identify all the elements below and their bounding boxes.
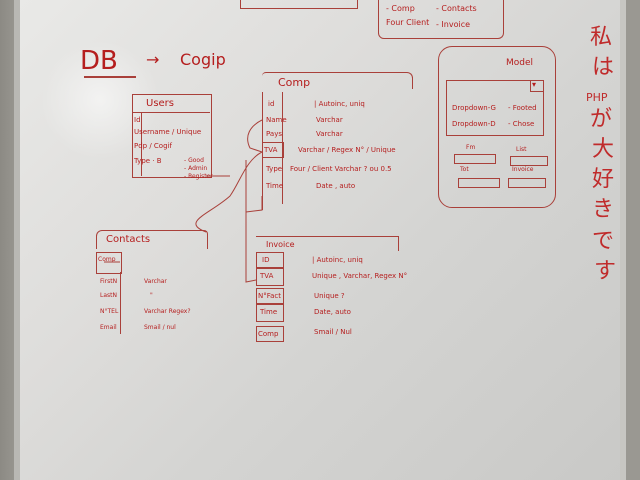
- model-item: Dropdown-G: [452, 104, 496, 112]
- arrow-icon: →: [146, 50, 160, 69]
- top-note-item: - Comp: [386, 4, 415, 13]
- cogip-label: Cogip: [180, 50, 226, 69]
- users-row: - Good: [184, 157, 204, 164]
- contacts-detail: Varchar: [144, 278, 167, 285]
- connector-line: [245, 160, 257, 283]
- contacts-vline: [120, 272, 121, 334]
- users-row: Pdp / Cogif: [134, 142, 172, 150]
- light-glare: [40, 40, 160, 160]
- comp-detail: Date , auto: [316, 182, 356, 190]
- contacts-field: FirstN: [100, 278, 118, 285]
- contacts-field: LastN: [100, 292, 117, 299]
- invoice-field: TVA: [260, 272, 274, 280]
- users-header: Users: [146, 98, 175, 109]
- side-text: で: [592, 229, 615, 254]
- users-divider: [132, 112, 210, 113]
- comp-field: TVA: [264, 146, 278, 154]
- invoice-detail: | Autoinc, uniq: [312, 256, 363, 264]
- contacts-detail: ": [150, 292, 153, 299]
- side-text: PHP: [586, 91, 608, 104]
- users-table: [132, 94, 212, 178]
- model-dropdown-toggle: [530, 80, 544, 92]
- contacts-table: [96, 230, 208, 249]
- contacts-field: Comp: [98, 256, 116, 263]
- model-header: Model: [506, 58, 534, 68]
- invoice-field-box: [256, 268, 284, 286]
- users-row: Id: [134, 116, 141, 124]
- top-note-item: - Contacts: [436, 4, 477, 13]
- users-vline: [141, 112, 142, 176]
- users-row: - Register: [184, 173, 213, 180]
- contacts-comp-box: [96, 252, 122, 274]
- invoice-detail: Unique ?: [314, 292, 345, 300]
- side-text: 好: [592, 167, 615, 192]
- model-lower-label: Invoice: [512, 166, 534, 173]
- users-row: Type · B: [134, 157, 162, 165]
- model-item: Dropdown-D: [452, 120, 496, 128]
- top-note-item: - Invoice: [436, 20, 471, 29]
- comp-detail: Varchar: [316, 116, 343, 124]
- contacts-header: Contacts: [106, 234, 151, 245]
- comp-field-box: [262, 142, 284, 158]
- invoice-field: Time: [260, 308, 278, 316]
- model-field-box: [508, 178, 546, 188]
- connector-line: [245, 196, 263, 213]
- comp-field: Type: [266, 165, 283, 173]
- side-text: す: [594, 259, 617, 284]
- comp-vline-2: [282, 92, 283, 204]
- invoice-field: ID: [262, 256, 270, 264]
- model-dropdown-box: [446, 80, 544, 136]
- db-title: DB: [80, 46, 118, 76]
- comp-field: Name: [266, 116, 287, 124]
- side-text: 大: [592, 137, 615, 162]
- invoice-detail: Date, auto: [314, 308, 351, 316]
- model-panel: [438, 46, 556, 208]
- contacts-detail: Smail / nul: [144, 324, 176, 331]
- model-lower-label: List: [516, 146, 527, 153]
- comp-field: Time: [266, 182, 284, 190]
- side-text: 私: [590, 25, 613, 50]
- connector-line: [195, 151, 263, 233]
- contacts-field: N°TEL: [100, 308, 119, 315]
- users-row: - Admin: [184, 165, 208, 172]
- invoice-detail: Smail / Nul: [314, 328, 352, 336]
- chevron-down-icon: ▾: [532, 80, 537, 89]
- contacts-detail: Varchar Regex?: [144, 308, 191, 315]
- invoice-detail: Unique , Varchar, Regex N°: [312, 272, 408, 280]
- model-lower-label: Fm: [466, 144, 476, 151]
- top-note-box: [378, 0, 504, 39]
- model-item: - Footed: [508, 104, 537, 112]
- comp-field: id: [268, 100, 275, 108]
- side-text: は: [592, 55, 615, 80]
- invoice-field-box: [256, 252, 284, 268]
- comp-header: Comp: [278, 76, 311, 89]
- model-field-box: [510, 156, 548, 166]
- invoice-field: N°Fact: [258, 292, 282, 300]
- db-underline: [84, 76, 136, 78]
- model-item: - Chose: [508, 120, 535, 128]
- users-row: Username / Unique: [134, 128, 202, 136]
- comp-detail: Four / Client Varchar ? ou 0.5: [290, 165, 392, 173]
- contacts-field: Email: [100, 324, 117, 331]
- top-note-item: Four Client: [386, 18, 430, 27]
- model-field-box: [458, 178, 500, 188]
- comp-table: [262, 72, 413, 89]
- invoice-header: Invoice: [266, 240, 295, 249]
- model-lower-label: Tot: [460, 166, 469, 173]
- invoice-field: Comp: [258, 330, 279, 338]
- side-text: き: [592, 197, 615, 222]
- connector-line: [247, 119, 263, 153]
- model-field-box: [454, 154, 496, 164]
- comp-detail: Varchar: [316, 130, 343, 138]
- comp-field: Pays: [266, 130, 282, 138]
- invoice-field-box: [256, 304, 284, 322]
- invoice-field-box: [256, 326, 284, 342]
- invoice-table: [256, 236, 399, 251]
- side-text: が: [590, 107, 613, 132]
- comp-detail: | Autoinc, uniq: [314, 100, 365, 108]
- invoice-field-box: [256, 288, 284, 304]
- top-box-left: [240, 0, 358, 9]
- comp-detail: Varchar / Regex N° / Unique: [298, 146, 396, 154]
